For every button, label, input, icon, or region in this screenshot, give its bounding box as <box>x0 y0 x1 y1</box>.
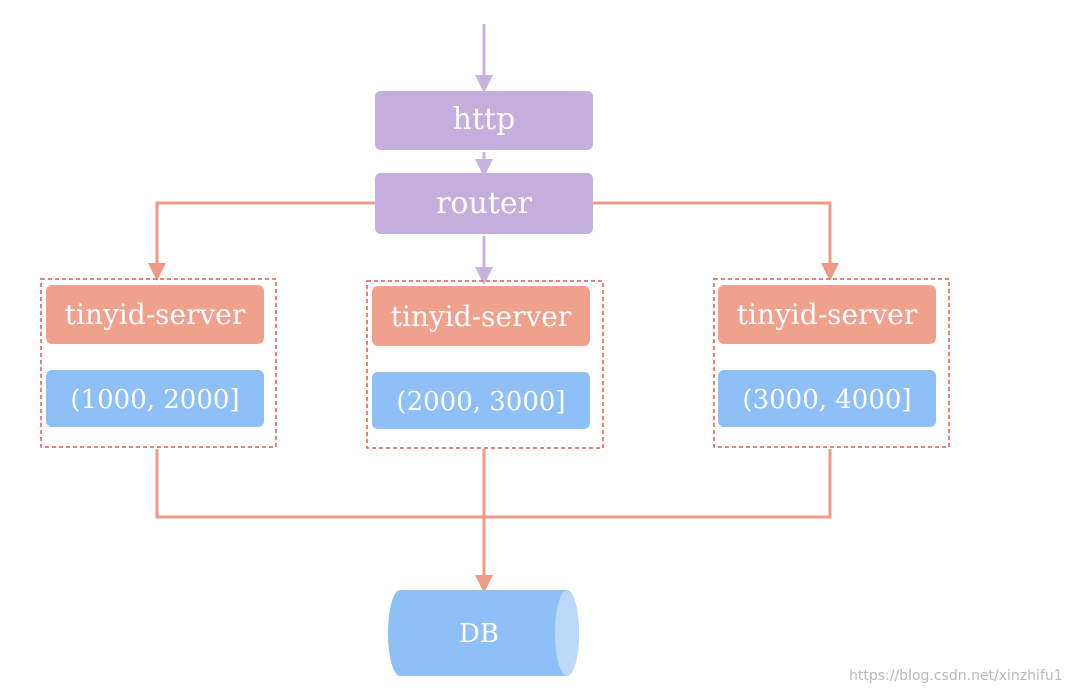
server-1-box <box>46 285 264 344</box>
server-1-label: tinyid-server <box>65 298 246 331</box>
router-to-server-1-arrow <box>148 201 375 281</box>
server-1-to-db-line <box>155 449 484 519</box>
server-group-1: tinyid-server (1000, 2000] <box>40 278 277 448</box>
server-3-to-db-line <box>484 449 832 519</box>
server-2-range-box <box>372 372 590 429</box>
server-2-label: tinyid-server <box>391 300 572 333</box>
http-label: http <box>453 102 516 137</box>
db-cap <box>555 590 579 676</box>
server-3-range: (3000, 4000] <box>742 385 911 415</box>
server-3-box <box>718 285 936 344</box>
server-3-range-box <box>718 370 936 427</box>
server-3-label: tinyid-server <box>737 298 918 331</box>
server-1-range-box <box>46 370 264 427</box>
http-node: http <box>375 91 593 150</box>
server-group-3-border <box>713 278 950 448</box>
server-group-2: tinyid-server (2000, 3000] <box>366 280 604 449</box>
watermark: https://blog.csdn.net/xinzhifu1 <box>849 668 1063 684</box>
server-1-range: (1000, 2000] <box>70 385 239 415</box>
server-group-3: tinyid-server (3000, 4000] <box>713 278 950 448</box>
router-label: router <box>436 186 533 221</box>
server-2-range: (2000, 3000] <box>396 387 565 417</box>
db-body <box>388 590 579 676</box>
db-label: DB <box>459 619 499 649</box>
server-2-box <box>372 286 590 346</box>
router-node: router <box>375 173 593 234</box>
server-group-1-border <box>40 278 277 448</box>
router-to-server-3-arrow <box>593 201 839 281</box>
db-node: DB <box>388 590 579 676</box>
server-group-2-border <box>366 280 604 449</box>
